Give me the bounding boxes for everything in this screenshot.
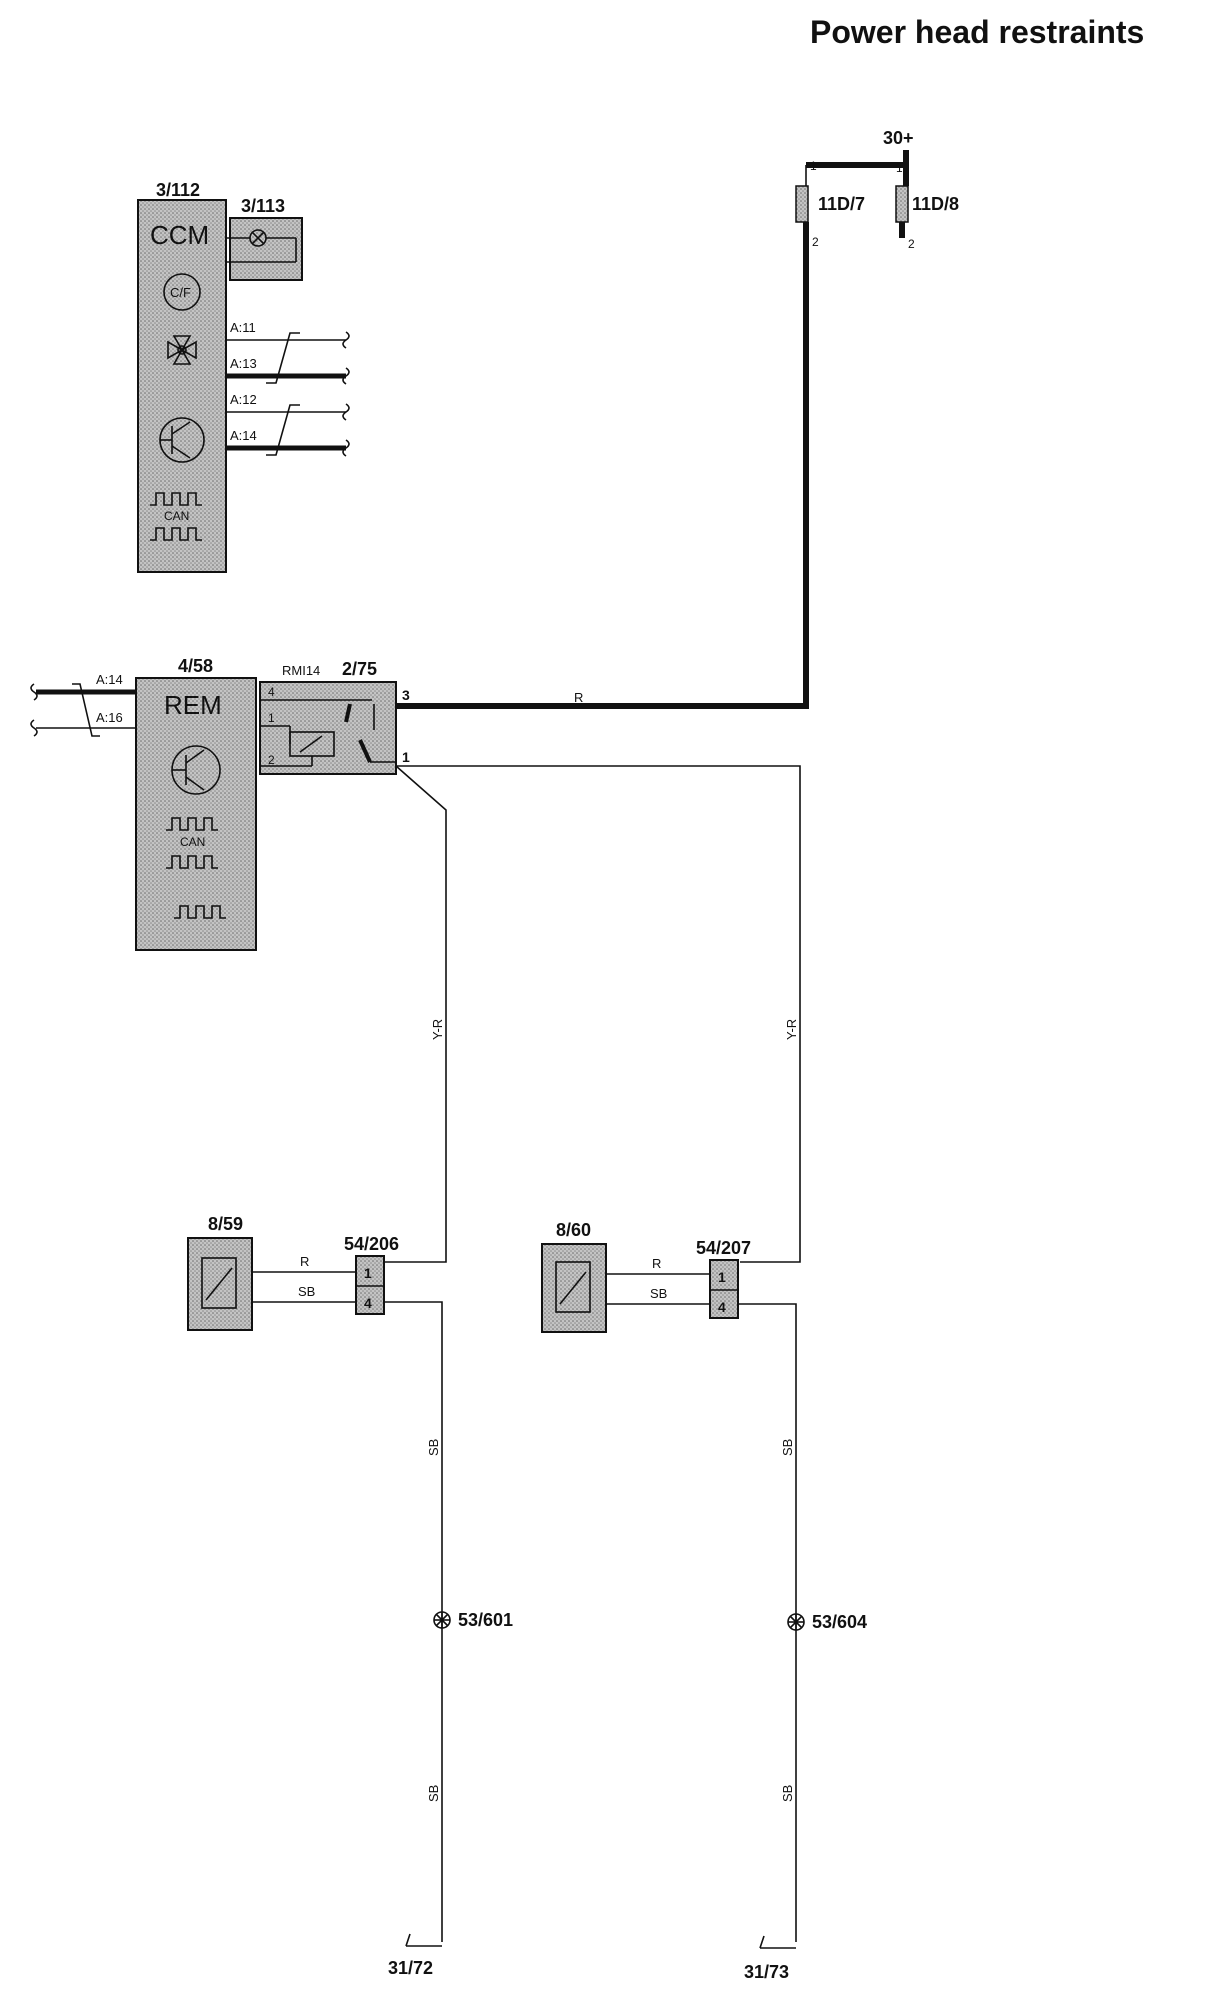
rem-id: 4/58 bbox=[178, 656, 213, 676]
conn-right-pin4: 4 bbox=[718, 1299, 726, 1315]
fuse8-id: 11D/8 bbox=[912, 194, 959, 214]
relay-pin-4: 4 bbox=[268, 685, 275, 699]
power-feed: 30+ 11D/7 1 2 11D/8 1 2 R bbox=[396, 128, 959, 709]
lamp-id: 3/113 bbox=[241, 196, 285, 216]
right-motor: 8/60 R SB bbox=[541, 1220, 710, 1333]
splice-right-id: 53/604 bbox=[812, 1612, 867, 1632]
relay-pin-1b: 1 bbox=[402, 749, 410, 765]
ccm-pin-a13: A:13 bbox=[230, 356, 257, 371]
motor-left-id: 8/59 bbox=[208, 1214, 243, 1234]
splice-icon bbox=[787, 1613, 805, 1631]
fuse-icon bbox=[795, 165, 809, 240]
left-ground-path: SB 53/601 SB 31/72 bbox=[384, 1301, 513, 1978]
climate-icon: C/F bbox=[163, 273, 201, 311]
ccm-pin-a14: A:14 bbox=[230, 428, 257, 443]
ground-icon bbox=[405, 1933, 442, 1947]
svg-text:C/F: C/F bbox=[170, 285, 191, 300]
motor-right-r: R bbox=[652, 1256, 661, 1271]
wire-sb-right-lower: SB bbox=[780, 1785, 795, 1802]
wire-yr-right: Y-R bbox=[784, 1019, 799, 1040]
fuse7-id: 11D/7 bbox=[818, 194, 865, 214]
relay-pin-1a: 1 bbox=[268, 711, 275, 725]
rem-pin-a16: A:16 bbox=[96, 710, 123, 725]
ccm-can-label: CAN bbox=[164, 509, 189, 523]
ccm-id: 3/112 bbox=[156, 180, 200, 200]
left-connector: 54/206 1 4 bbox=[344, 1234, 399, 1315]
right-connector: 54/207 1 4 bbox=[696, 1238, 751, 1319]
ccm-pin-a12: A:12 bbox=[230, 392, 257, 407]
rem-wires: A:14 A:16 bbox=[30, 672, 136, 737]
relay-id: 2/75 bbox=[342, 659, 377, 679]
rem-can-label: CAN bbox=[180, 835, 205, 849]
transistor-icon bbox=[171, 745, 221, 795]
fuse-icon bbox=[895, 185, 909, 238]
wire-sb-right-upper: SB bbox=[780, 1439, 795, 1456]
rem-pin-a14: A:14 bbox=[96, 672, 123, 687]
can-signal-icon: CAN bbox=[166, 817, 226, 919]
motor-left-sb: SB bbox=[298, 1284, 315, 1299]
rem-name: REM bbox=[164, 690, 222, 720]
transistor-icon bbox=[159, 417, 205, 463]
wire-sb-left-lower: SB bbox=[426, 1785, 441, 1802]
relay-code: RMI14 bbox=[282, 663, 320, 678]
relay-pin-3: 3 bbox=[402, 687, 410, 703]
fuse7-pin2: 2 bbox=[812, 235, 819, 249]
ccm-pin-a11: A:11 bbox=[230, 320, 256, 335]
conn-left-pin4: 4 bbox=[364, 1295, 372, 1311]
fuse8-pin1: 1 bbox=[896, 161, 903, 175]
right-ground-path: SB 53/604 SB 31/73 bbox=[738, 1303, 867, 1982]
motor-right-sb: SB bbox=[650, 1286, 667, 1301]
lamp-module: 3/113 bbox=[226, 196, 303, 281]
splice-icon bbox=[433, 1611, 451, 1629]
relay-module: RMI14 2/75 4 1 2 3 1 bbox=[259, 659, 410, 775]
fuse8-pin2: 2 bbox=[908, 237, 915, 251]
fan-icon bbox=[167, 335, 197, 365]
ground-right-id: 31/73 bbox=[744, 1962, 789, 1982]
motor-left-r: R bbox=[300, 1254, 309, 1269]
wire-sb-left-upper: SB bbox=[426, 1439, 441, 1456]
ccm-wires: A:11 A:13 A:12 A:14 bbox=[226, 320, 350, 457]
ccm-name: CCM bbox=[150, 220, 209, 250]
left-motor: 8/59 R SB bbox=[187, 1214, 356, 1331]
main-feed-color: R bbox=[574, 690, 583, 705]
conn-left-id: 54/206 bbox=[344, 1234, 399, 1254]
relay-pin-2: 2 bbox=[268, 753, 275, 767]
fuse7-pin1: 1 bbox=[810, 159, 817, 173]
ccm-module: 3/112 CCM C/F CAN bbox=[137, 180, 227, 573]
conn-right-id: 54/207 bbox=[696, 1238, 751, 1258]
wire-yr-left: Y-R bbox=[430, 1019, 445, 1040]
motor-icon bbox=[201, 1257, 237, 1309]
ground-left-id: 31/72 bbox=[388, 1958, 433, 1978]
power-label: 30+ bbox=[883, 128, 914, 148]
ground-icon bbox=[759, 1935, 796, 1949]
splice-left-id: 53/601 bbox=[458, 1610, 513, 1630]
motor-icon bbox=[555, 1261, 591, 1313]
conn-left-pin1: 1 bbox=[364, 1265, 372, 1281]
can-signal-icon: CAN bbox=[150, 492, 202, 541]
rem-module: 4/58 REM CAN bbox=[135, 656, 257, 951]
motor-right-id: 8/60 bbox=[556, 1220, 591, 1240]
relay-output-wires: Y-R Y-R bbox=[380, 765, 801, 1263]
page-title: Power head restraints bbox=[810, 14, 1144, 50]
conn-right-pin1: 1 bbox=[718, 1269, 726, 1285]
